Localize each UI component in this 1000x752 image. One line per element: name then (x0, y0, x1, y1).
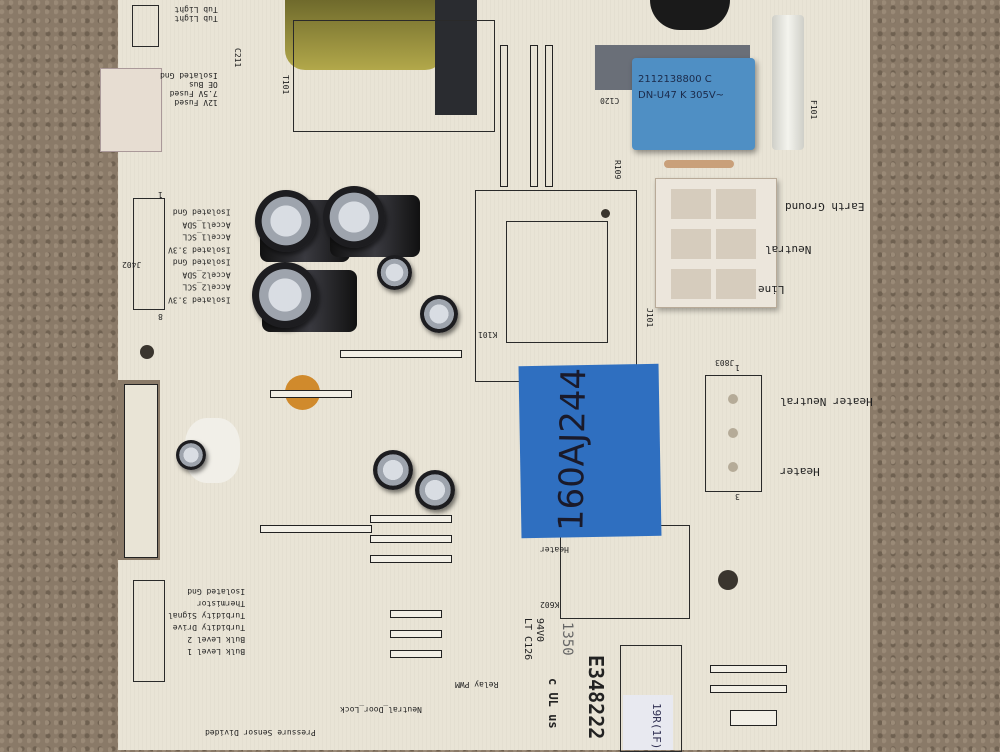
left-white-connector (100, 68, 162, 152)
earth-ground-label: Earth Ground (785, 200, 865, 213)
tub-light-connector (132, 5, 159, 47)
line-label: Line (758, 283, 785, 296)
ref-j101: J101 (645, 308, 654, 328)
power-connector (655, 178, 777, 308)
electrolytic-capacitor (420, 295, 458, 333)
relay-k101 (475, 190, 637, 382)
x-capacitor-line2: DN-U47 K 305V~ (638, 90, 725, 101)
mounting-hole (140, 345, 154, 359)
tape-handwriting: 160AJ244 (551, 367, 595, 532)
transformer (285, 0, 445, 70)
ref-c211: C211 (233, 48, 242, 68)
electrolytic-capacitor (377, 255, 412, 290)
electrolytic-capacitor (255, 190, 317, 252)
relay-k602 (560, 525, 690, 619)
electrolytic-capacitor (252, 262, 318, 328)
mounting-hole (718, 570, 738, 590)
ul-mark: c UL us (546, 678, 560, 729)
ref-f101: F101 (809, 100, 818, 120)
accel-connector-labels: Isolated Gnd Accel1_SDA Accel1_SCL Isola… (168, 207, 231, 305)
heater-neutral-label: Heater Neutral (780, 395, 873, 408)
heater-connector (705, 375, 762, 492)
transformer-outline (293, 20, 495, 132)
sensor-connector (133, 580, 165, 682)
jumper-field (260, 340, 475, 660)
blue-tape: 160AJ244 (518, 363, 662, 539)
x-capacitor: 2112138800 C DN-U47 K 305V~ (632, 58, 755, 150)
jumper-group (710, 660, 790, 740)
ref-c120: C120 (600, 96, 620, 105)
electrolytic-capacitor (323, 186, 385, 248)
jumper-group (490, 45, 570, 195)
power-ic-block (435, 0, 477, 115)
electrolytic-capacitor (176, 440, 206, 470)
board-edge-slot (124, 384, 158, 558)
electrolytic-capacitor (373, 450, 413, 490)
accel-connector-ref: J402 (122, 260, 142, 269)
resistor (664, 160, 734, 168)
sticker: 19R(1F) (623, 695, 673, 750)
neutral-label: Neutral (765, 243, 812, 256)
fuse (772, 15, 804, 150)
file-number: E348222 (584, 655, 608, 740)
electrolytic-capacitor (415, 470, 455, 510)
x-capacitor-line1: 2112138800 C (638, 74, 712, 85)
accel-connector (133, 198, 165, 310)
ref-r109: R109 (613, 160, 622, 180)
heater-label: Heater (780, 465, 820, 478)
top-left-labels: Tub Light Tub Light Isolated Gnd OE Bus … (160, 5, 218, 107)
bottom-left-labels: Isolated Gnd Thermistor Turbidity Signal… (168, 587, 246, 656)
ref-t101: T101 (281, 75, 290, 95)
